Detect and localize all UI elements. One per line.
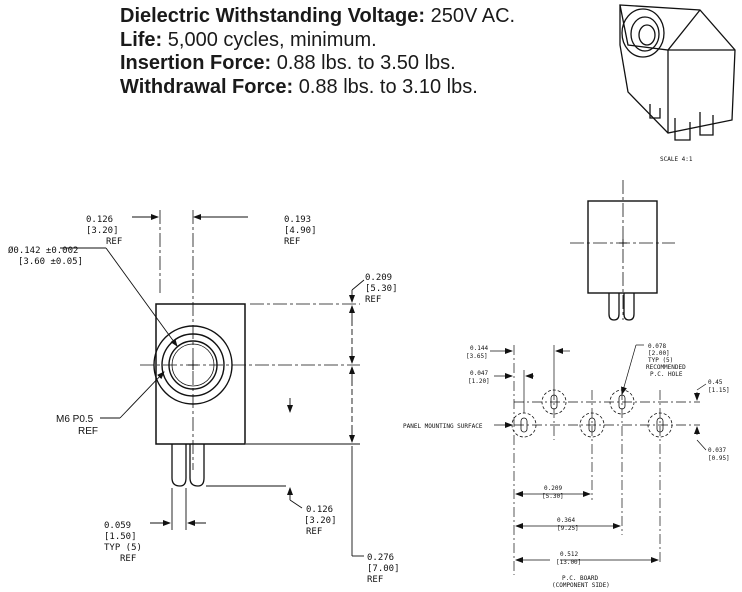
panel-mounting-surface-label: PANEL MOUNTING SURFACE xyxy=(403,423,483,430)
spec-label: Dielectric Withstanding Voltage: xyxy=(120,5,426,27)
pcb-board-sublabel: (COMPONENT SIDE) xyxy=(552,582,610,589)
spec-value: 0.88 lbs. to 3.10 lbs. xyxy=(293,75,478,98)
dim-label-3-ref: REF xyxy=(365,295,381,305)
spec-label: Life: xyxy=(120,28,163,51)
pcb-dim-2: 0.047 xyxy=(470,370,488,377)
dim-label-4-ref: REF xyxy=(367,575,383,585)
dim-label-5-ref: REF xyxy=(306,527,322,537)
front-pins xyxy=(171,444,205,487)
dim-label-3-mm: [5.30] xyxy=(365,284,398,294)
dim-label-1-mm: [3.20] xyxy=(86,226,119,236)
side-view xyxy=(570,180,675,321)
thread-label: M6 P0.5 xyxy=(56,414,94,425)
diameter-label: Ø0.142 ±0.002 xyxy=(8,245,78,256)
dim-label-4: 0.276 xyxy=(367,553,394,563)
dim-label-1-ref: REF xyxy=(106,237,122,247)
pcb-board-label: P.C. BOARD xyxy=(562,575,599,582)
dim-label-2: 0.193 xyxy=(284,215,311,225)
pcb-dim-3-mm: [1.15] xyxy=(708,387,730,394)
spec-life: Life: 5,000 cycles, minimum. xyxy=(120,29,515,53)
pcb-dim-7: 0.512 xyxy=(560,551,578,558)
spec-value: 250V AC. xyxy=(425,5,516,27)
pcb-hole-dim-mm: [2.00] xyxy=(648,350,670,357)
spec-label: Withdrawal Force: xyxy=(120,75,294,98)
dim-label-3: 0.209 xyxy=(365,273,392,283)
pcb-dim-6: 0.364 xyxy=(557,517,575,524)
dim-label-5: 0.126 xyxy=(306,505,333,515)
spec-value: 5,000 cycles, minimum. xyxy=(162,28,377,51)
pcb-hole-note-2: P.C. HOLE xyxy=(650,371,683,378)
pcb-dim-6-mm: [9.25] xyxy=(557,525,579,532)
dim-label-6-ref: REF xyxy=(120,554,136,564)
pcb-dim-5: 0.209 xyxy=(544,485,562,492)
pcb-dim-1-mm: [3.65] xyxy=(466,353,488,360)
dim-label-5-mm: [3.20] xyxy=(304,516,337,526)
isometric-jack-view: SCALE 4:1 xyxy=(619,4,736,163)
dim-label-2-mm: [4.90] xyxy=(284,226,317,236)
dim-label-6: 0.059 xyxy=(104,521,131,531)
spec-dielectric: Dielectric Withstanding Voltage: 250V AC… xyxy=(120,5,515,29)
dim-label-1: 0.126 xyxy=(86,215,113,225)
dim-label-6-typ: TYP (5) xyxy=(104,543,142,553)
pcb-dim-7-mm: [13.00] xyxy=(556,559,581,566)
dim-label-6-mm: [1.50] xyxy=(104,532,137,542)
dim-label-4-mm: [7.00] xyxy=(367,564,400,574)
pcb-dim-1: 0.144 xyxy=(470,345,488,352)
jack-body-outline xyxy=(155,303,246,445)
pcb-hole-dim: 0.078 xyxy=(648,343,666,350)
scale-label: SCALE 4:1 xyxy=(660,156,693,163)
pcb-hole-typ: TYP (5) xyxy=(648,357,673,364)
pcb-layout-view: 0.144 [3.65] 0.047 [1.20] 0.078 [2.00] T… xyxy=(403,343,730,589)
dim-label-2-ref: REF xyxy=(284,237,300,247)
pcb-dim-4: 0.037 xyxy=(708,447,726,454)
spec-label: Insertion Force: xyxy=(120,52,272,74)
spec-withdrawal-force: Withdrawal Force: 0.88 lbs. to 3.10 lbs. xyxy=(120,76,515,100)
front-view: 0.126 [3.20] REF 0.193 [4.90] REF Ø0.142… xyxy=(8,210,400,585)
pcb-hole-note-1: RECOMMENDED xyxy=(646,364,686,371)
pcb-dim-5-mm: [5.30] xyxy=(542,493,564,500)
spec-value: 0.88 lbs. to 3.50 lbs. xyxy=(271,52,456,74)
pcb-dim-4-mm: [0.95] xyxy=(708,455,730,462)
spec-insertion-force: Insertion Force: 0.88 lbs. to 3.50 lbs. xyxy=(120,52,515,76)
thread-label-ref: REF xyxy=(78,426,98,437)
specifications-block: Dielectric Withstanding Voltage: 250V AC… xyxy=(120,5,515,99)
diameter-label-mm: [3.60 ±0.05] xyxy=(18,257,83,267)
pcb-dim-2-mm: [1.20] xyxy=(468,378,490,385)
pcb-dim-3: 0.45 xyxy=(708,379,723,386)
